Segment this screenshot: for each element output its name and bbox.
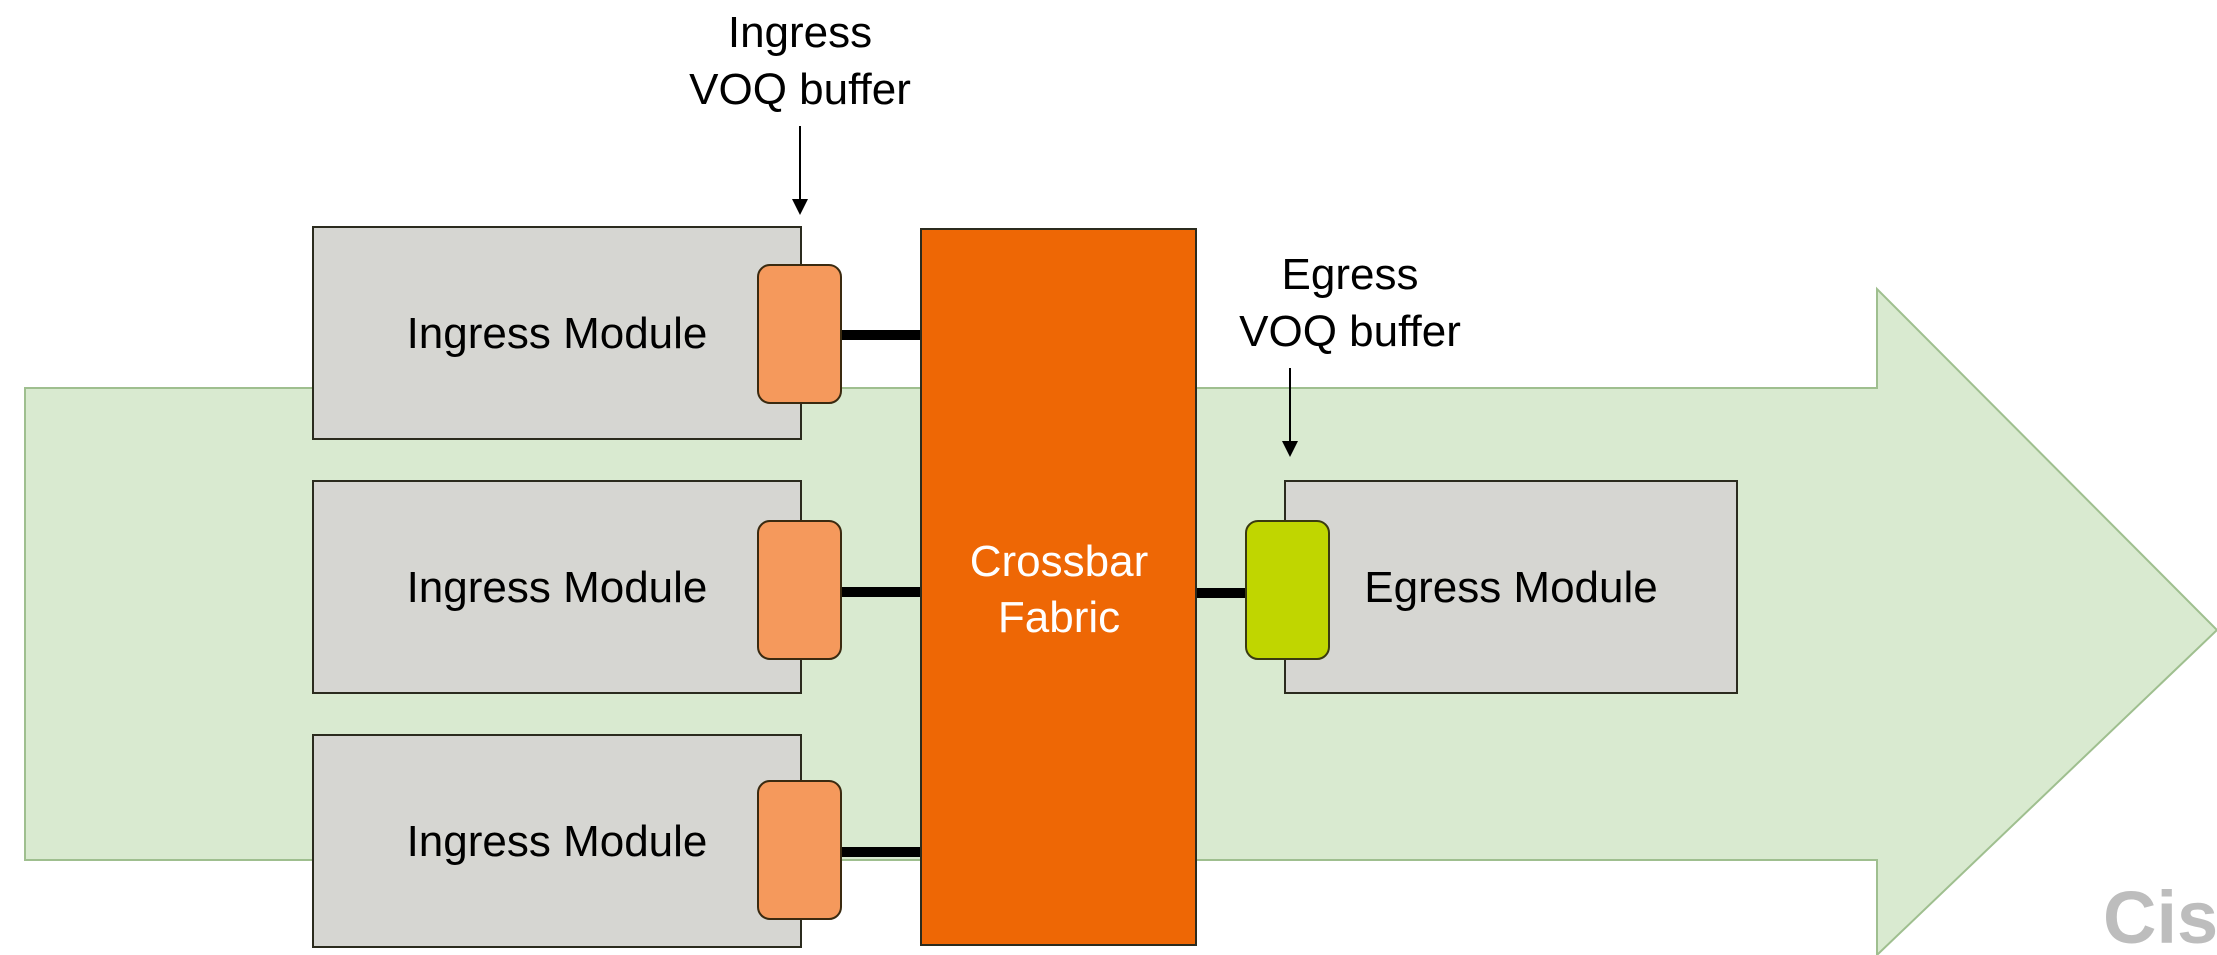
egress-module: Egress Module (1245, 480, 1738, 694)
connector-line-1 (840, 330, 922, 340)
ingress-voq-buffer-2 (757, 520, 842, 660)
connector-line-2 (840, 587, 922, 597)
egress-buffer-callout-line2: VOQ buffer (1239, 307, 1461, 356)
ingress-module-label: Ingress Module (407, 563, 708, 612)
cisco-logo: Cis (2103, 876, 2217, 955)
connector-line-3 (840, 847, 922, 857)
egress-buffer-callout-arrow (1282, 368, 1298, 457)
connector-line-egress (1196, 588, 1248, 598)
ingress-buffer-callout-arrow (792, 126, 808, 215)
ingress-module-label: Ingress Module (407, 817, 708, 866)
ingress-buffer-callout-line2: VOQ buffer (689, 65, 911, 114)
ingress-buffer-callout: Ingress VOQ buffer (640, 4, 960, 118)
ingress-module-2: Ingress Module (312, 480, 842, 694)
ingress-module-1: Ingress Module (312, 226, 842, 440)
crossbar-fabric: Crossbar Fabric (920, 228, 1197, 946)
fabric-label-line2: Fabric (998, 593, 1120, 642)
egress-module-label: Egress Module (1364, 563, 1657, 612)
ingress-voq-buffer-3 (757, 780, 842, 920)
ingress-module-3: Ingress Module (312, 734, 842, 948)
fabric-label-line1: Crossbar (970, 537, 1149, 586)
egress-buffer-callout-line1: Egress (1281, 250, 1419, 299)
ingress-voq-buffer-1 (757, 264, 842, 404)
ingress-buffer-callout-line1: Ingress (727, 8, 873, 57)
egress-buffer-callout: Egress VOQ buffer (1190, 246, 1510, 360)
egress-voq-buffer (1245, 520, 1330, 660)
ingress-module-label: Ingress Module (407, 309, 708, 358)
